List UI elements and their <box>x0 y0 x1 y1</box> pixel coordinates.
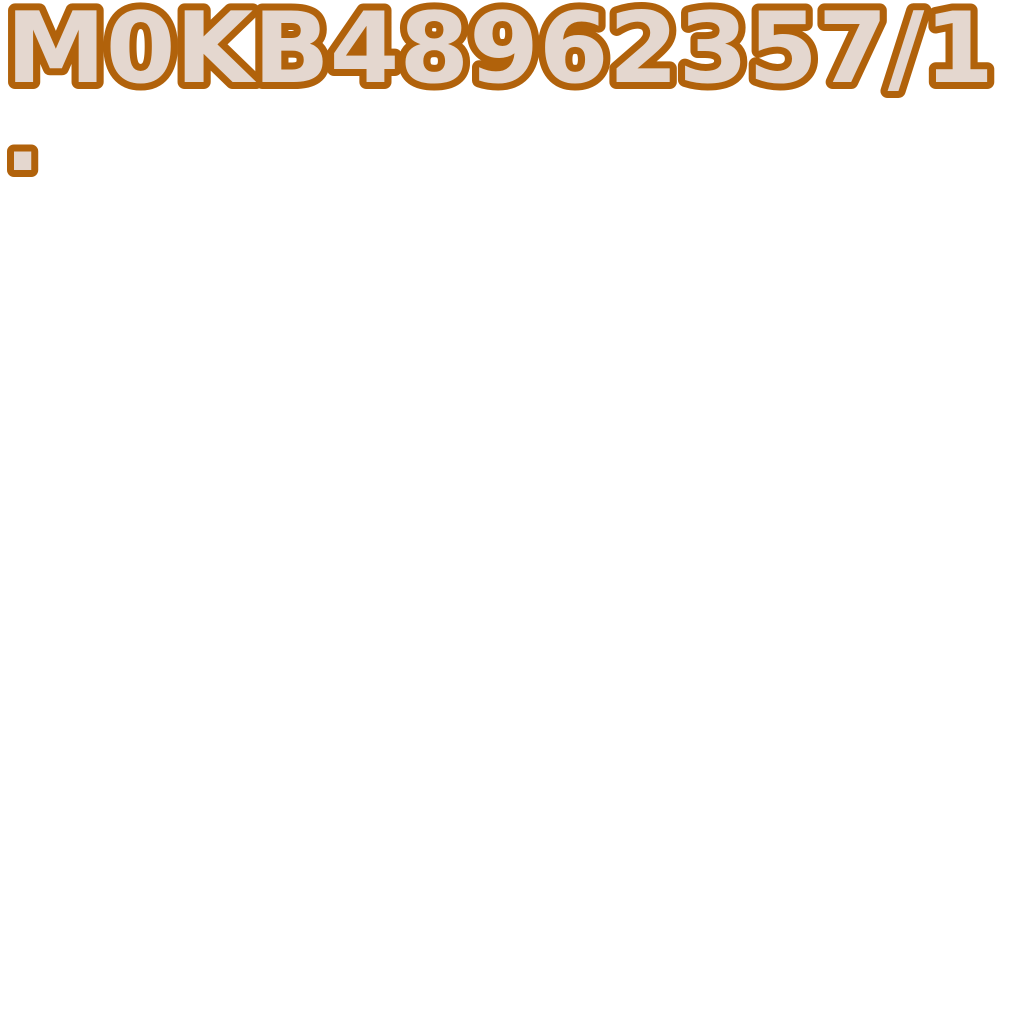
title-line-1: M0KB48962357/1 <box>6 0 994 106</box>
title-line-2: . <box>4 80 41 194</box>
outlined-title: M0KB48962357/1 . <box>0 0 1001 201</box>
